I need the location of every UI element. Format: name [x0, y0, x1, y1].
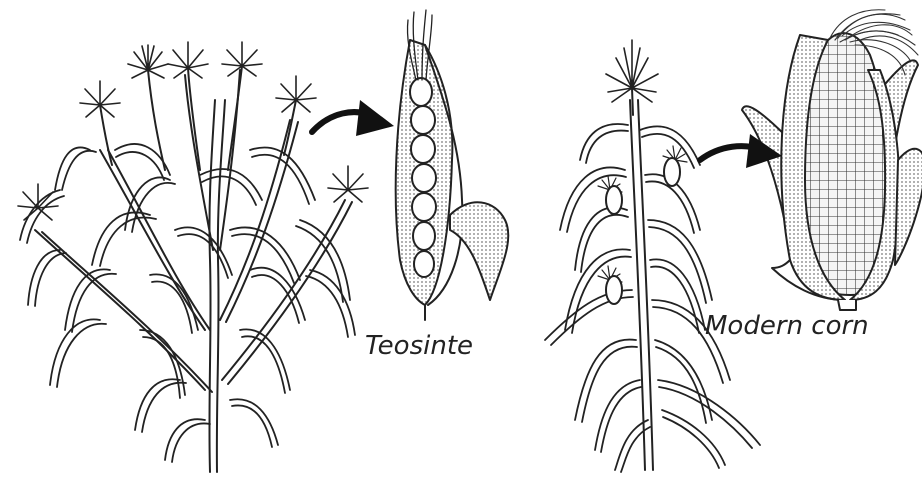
teosinte-plant-illustration [18, 42, 368, 472]
teosinte-ear-illustration [396, 10, 509, 320]
modern-corn-label: Modern corn [705, 311, 869, 341]
arrow-icon [312, 100, 394, 136]
teosinte-label: Teosinte [365, 331, 473, 361]
modern-corn-plant-illustration [545, 40, 760, 472]
